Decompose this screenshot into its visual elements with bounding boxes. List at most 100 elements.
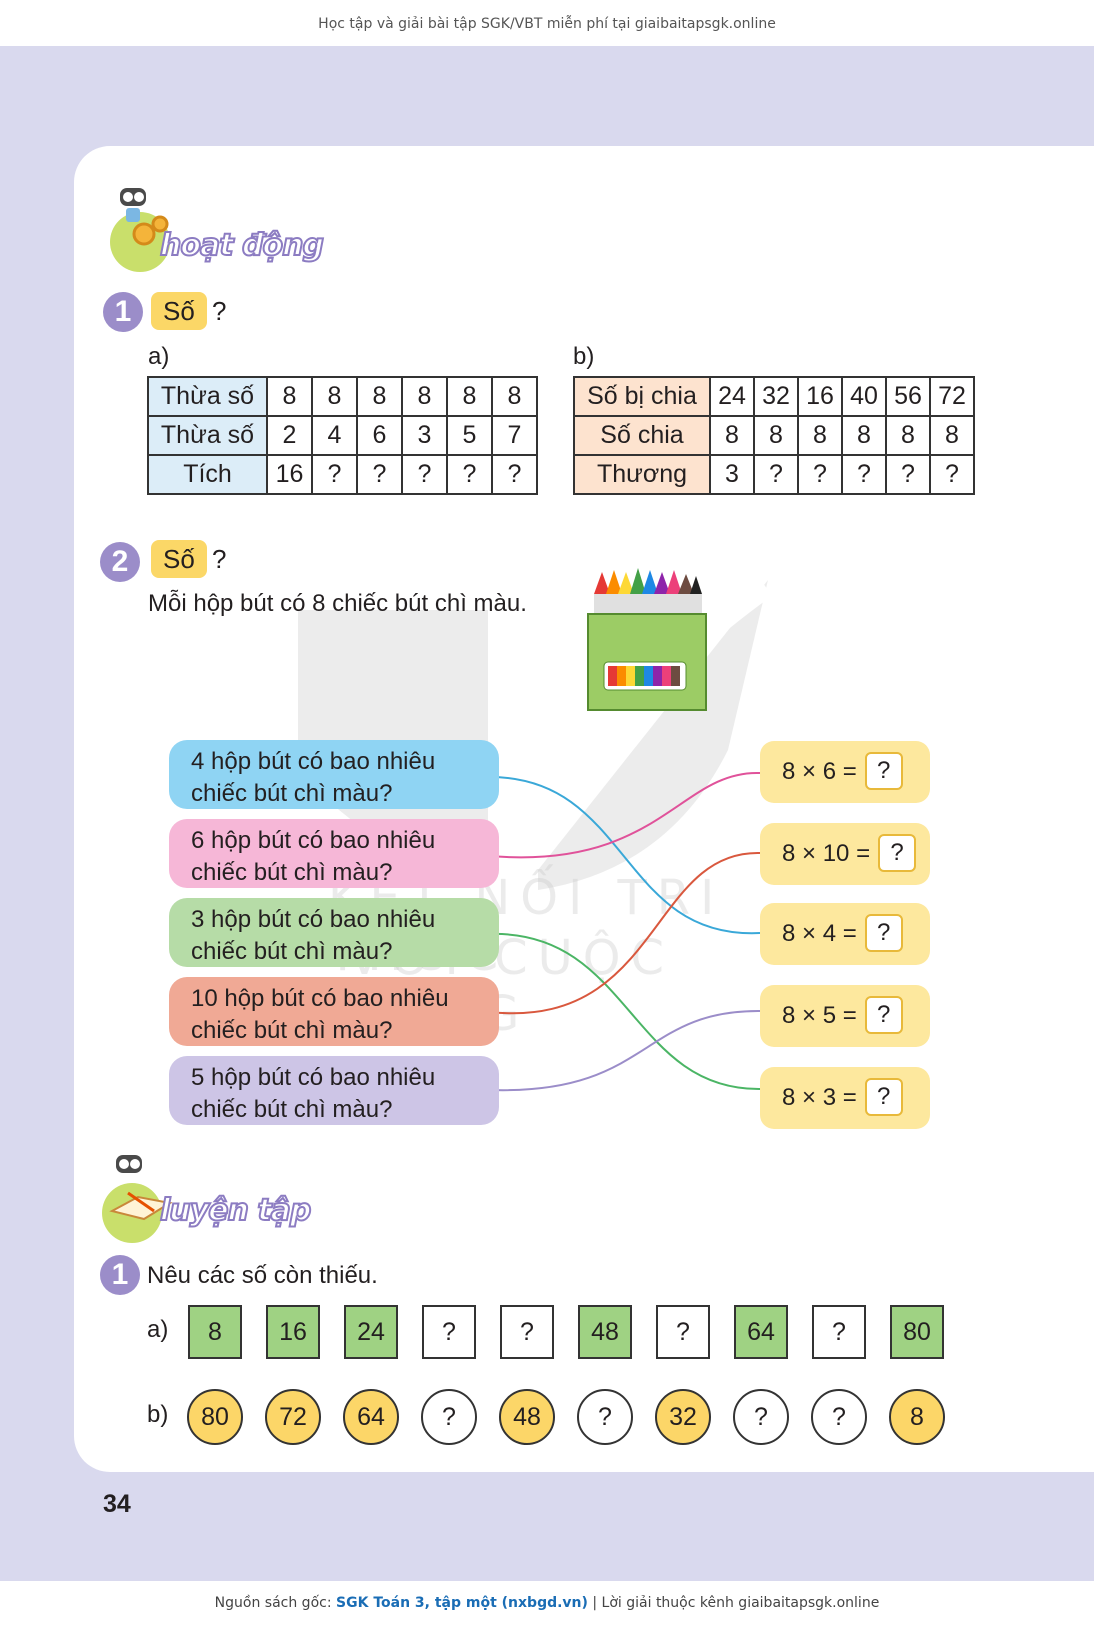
- table-cell: 8: [311, 376, 358, 417]
- table-cell-blank[interactable]: ?: [311, 454, 358, 495]
- question-box-3[interactable]: 3 hộp bút có bao nhiêu chiếc bút chì màu…: [169, 898, 499, 967]
- exercise-2-instruction: Mỗi hộp bút có 8 chiếc bút chì màu.: [148, 590, 527, 617]
- table-cell-blank[interactable]: ?: [797, 454, 843, 495]
- sequence-number-box: 80: [890, 1305, 944, 1359]
- table-row: Tích 16 ? ? ? ? ?: [147, 454, 538, 495]
- table-cell: 8: [753, 415, 799, 456]
- match-line-q2: [490, 771, 761, 859]
- table-row-header: Thừa số: [147, 376, 268, 417]
- question-line2: chiếc bút chì màu?: [191, 1096, 393, 1123]
- robot-gear-icon: [110, 188, 170, 272]
- sequence-blank-circle[interactable]: ?: [577, 1389, 633, 1445]
- question-box-2[interactable]: 6 hộp bút có bao nhiêu chiếc bút chì màu…: [169, 819, 499, 888]
- sequence-number-box: 48: [578, 1305, 632, 1359]
- content-card: [74, 146, 1094, 1472]
- table-cell: 8: [841, 415, 887, 456]
- sequence-number-circle: 8: [889, 1389, 945, 1445]
- table-cell-blank[interactable]: ?: [885, 454, 931, 495]
- table-row: Số chia 8 8 8 8 8 8: [573, 415, 975, 456]
- table-cell-blank[interactable]: ?: [401, 454, 448, 495]
- match-line-q5: [490, 1009, 761, 1092]
- question-line1: 4 hộp bút có bao nhiêu: [191, 748, 436, 775]
- table-cell: 16: [266, 454, 313, 495]
- table-cell: 8: [266, 376, 313, 417]
- table-cell: 8: [491, 376, 538, 417]
- table-cell: 3: [401, 415, 448, 456]
- practice-banner: luyện tập: [98, 1153, 328, 1249]
- answer-blank[interactable]: ?: [864, 1077, 903, 1116]
- answer-box-4: 8 × 5 =?: [760, 985, 930, 1047]
- table-row-header: Tích: [147, 454, 268, 495]
- table-row-header: Thừa số: [147, 415, 268, 456]
- exercise-2-tag: Số: [151, 540, 207, 578]
- answer-blank[interactable]: ?: [864, 913, 903, 952]
- page-number: 34: [103, 1490, 131, 1518]
- table-cell: 40: [841, 376, 887, 417]
- answer-blank[interactable]: ?: [864, 751, 903, 790]
- sequence-number-circle: 80: [187, 1389, 243, 1445]
- table-cell-blank[interactable]: ?: [491, 454, 538, 495]
- question-box-4[interactable]: 10 hộp bút có bao nhiêu chiếc bút chì mà…: [169, 977, 499, 1046]
- exercise-1-number: 1: [103, 292, 143, 332]
- sequence-number-box: 24: [344, 1305, 398, 1359]
- table-cell: 3: [709, 454, 755, 495]
- exercise-1a-label: a): [148, 343, 170, 370]
- sequence-blank-box[interactable]: ?: [812, 1305, 866, 1359]
- answer-expression: 8 × 6 =: [782, 758, 857, 785]
- table-cell: 24: [709, 376, 755, 417]
- sequence-blank-box[interactable]: ?: [500, 1305, 554, 1359]
- table-cell: 32: [753, 376, 799, 417]
- practice-banner-title: luyện tập: [159, 1192, 312, 1229]
- sequence-number-box: 8: [188, 1305, 242, 1359]
- table-cell-blank[interactable]: ?: [446, 454, 493, 495]
- site-footer: Nguồn sách gốc: SGK Toán 3, tập một (nxb…: [0, 1581, 1094, 1626]
- question-line1: 6 hộp bút có bao nhiêu: [191, 827, 436, 854]
- question-box-5[interactable]: 5 hộp bút có bao nhiêu chiếc bút chì màu…: [169, 1056, 499, 1125]
- sequence-blank-circle[interactable]: ?: [421, 1389, 477, 1445]
- table-cell-blank[interactable]: ?: [356, 454, 403, 495]
- answer-box-2: 8 × 10 =?: [760, 823, 930, 885]
- sequence-blank-box[interactable]: ?: [656, 1305, 710, 1359]
- practice-1-instruction: Nêu các số còn thiếu.: [147, 1262, 378, 1289]
- exercise-1-tag: Số: [151, 292, 207, 330]
- pencil-box-image: [586, 566, 708, 712]
- table-cell: 8: [446, 376, 493, 417]
- pencil-box-icon: [587, 568, 707, 711]
- table-cell-blank[interactable]: ?: [929, 454, 975, 495]
- table-row-header: Thương: [573, 454, 711, 495]
- answer-box-5: 8 × 3 =?: [760, 1067, 930, 1129]
- sequence-number-circle: 64: [343, 1389, 399, 1445]
- site-header: Học tập và giải bài tập SGK/VBT miễn phí…: [0, 0, 1094, 46]
- match-line-q3: [490, 932, 761, 1091]
- activity-banner: hoạt động: [98, 180, 328, 280]
- table-cell-blank[interactable]: ?: [753, 454, 799, 495]
- table-row: Số bị chia 24 32 16 40 56 72: [573, 376, 975, 417]
- site-header-text: Học tập và giải bài tập SGK/VBT miễn phí…: [318, 16, 776, 32]
- answer-blank[interactable]: ?: [878, 833, 917, 872]
- answer-box-3: 8 × 4 =?: [760, 903, 930, 965]
- answer-expression: 8 × 4 =: [782, 920, 857, 947]
- table-multiplication: Thừa số 8 8 8 8 8 8 Thừa số 2 4 6 3 5 7 …: [147, 376, 538, 495]
- sequence-number-box: 16: [266, 1305, 320, 1359]
- question-line1: 3 hộp bút có bao nhiêu: [191, 906, 436, 933]
- sequence-blank-box[interactable]: ?: [422, 1305, 476, 1359]
- answer-expression: 8 × 10 =: [782, 840, 871, 867]
- footer-suffix: | Lời giải thuộc kênh giaibaitapsgk.onli…: [592, 1595, 880, 1611]
- practice-1a-label: a): [147, 1316, 169, 1343]
- answer-blank[interactable]: ?: [864, 995, 903, 1034]
- table-row: Thừa số 2 4 6 3 5 7: [147, 415, 538, 456]
- footer-source-link[interactable]: SGK Toán 3, tập một (nxbgd.vn): [336, 1595, 588, 1611]
- question-line2: chiếc bút chì màu?: [191, 938, 393, 965]
- sequence-blank-circle[interactable]: ?: [811, 1389, 867, 1445]
- table-cell-blank[interactable]: ?: [841, 454, 887, 495]
- table-division: Số bị chia 24 32 16 40 56 72 Số chia 8 8…: [573, 376, 975, 495]
- match-line-q1: [490, 776, 761, 935]
- table-cell: 7: [491, 415, 538, 456]
- table-row: Thương 3 ? ? ? ? ?: [573, 454, 975, 495]
- question-box-1[interactable]: 4 hộp bút có bao nhiêu chiếc bút chì màu…: [169, 740, 499, 809]
- sequence-number-circle: 72: [265, 1389, 321, 1445]
- sequence-blank-circle[interactable]: ?: [733, 1389, 789, 1445]
- question-line2: chiếc bút chì màu?: [191, 780, 393, 807]
- table-cell: 8: [401, 376, 448, 417]
- answer-box-1: 8 × 6 =?: [760, 741, 930, 803]
